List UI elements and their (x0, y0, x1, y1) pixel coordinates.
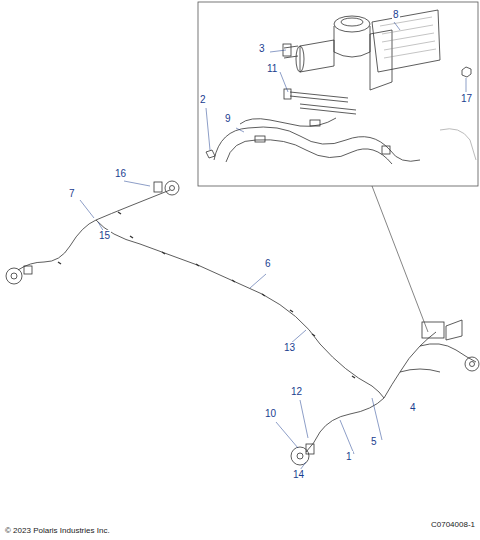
callout-number: 3 (258, 43, 266, 54)
brake-line (214, 127, 420, 161)
mounting-bracket (372, 10, 440, 72)
callout-number: 1 (345, 451, 353, 462)
callout-number: 7 (68, 188, 76, 199)
callout-number: 2 (199, 94, 207, 105)
callout-number: 11 (266, 63, 278, 74)
callout-number: 9 (224, 113, 232, 124)
brake-disc (6, 181, 479, 465)
callout-number: 17 (460, 93, 473, 104)
callout-number: 13 (283, 342, 296, 353)
footer-note: © 2023 Polaris Industries Inc. (4, 526, 111, 535)
footer-note: C0704008-1 (430, 520, 476, 529)
callout-number: 14 (292, 469, 305, 480)
callout-number: 8 (392, 9, 400, 20)
brake-line-assembly (18, 190, 476, 452)
callout-number: 10 (264, 408, 277, 419)
callout-number: 6 (264, 258, 272, 269)
leader-line (80, 22, 466, 470)
callout-number: 12 (290, 386, 303, 397)
clip (206, 150, 215, 158)
callout-number: 4 (409, 402, 417, 413)
line-clip (58, 212, 355, 378)
callout-number: 5 (370, 436, 378, 447)
nut (462, 67, 471, 77)
callout-number: 16 (114, 168, 127, 179)
inset-frame (198, 2, 478, 186)
callout-number: 15 (98, 230, 111, 241)
bolt (290, 92, 348, 102)
